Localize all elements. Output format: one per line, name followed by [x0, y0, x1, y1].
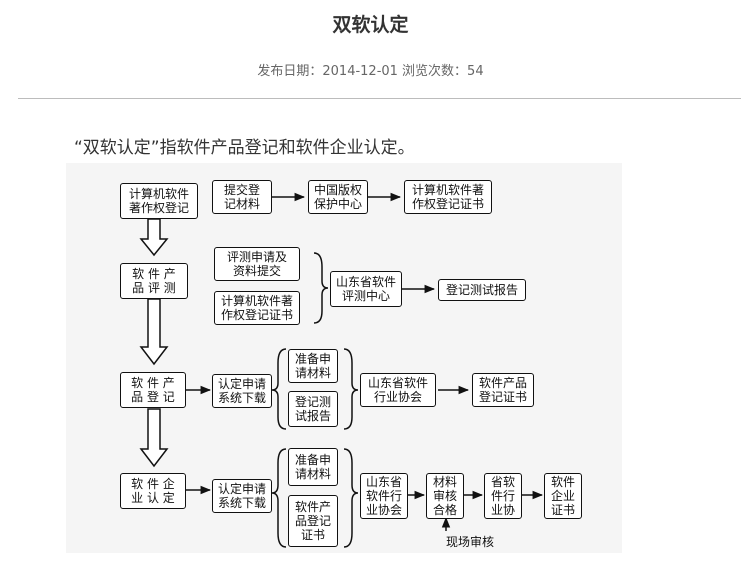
divider — [18, 98, 741, 99]
prepare-materials-box-4: 准备申 请材料 — [288, 448, 338, 486]
double-software-flowchart: 计算机软件 著作权登记 提交登 记材料 中国版权 保护中心 计算机软件著 作权登… — [66, 163, 622, 553]
product-certificate-box: 软件产品 登记证书 — [472, 373, 534, 407]
stage-product-registration: 软 件 产 品 登 记 — [120, 372, 186, 408]
stage-copyright-registration: 计算机软件 著作权登记 — [120, 183, 198, 219]
system-download-box-3: 认定申请 系统下载 — [212, 374, 272, 408]
prepare-materials-box-3: 准备申 请材料 — [288, 349, 338, 383]
copyright-certificate-input-box: 计算机软件著 作权登记证书 — [214, 291, 300, 325]
article-intro: “双软认定”指软件产品登记和软件企业认定。 — [74, 138, 415, 158]
article-title: 双软认定 — [332, 14, 409, 36]
test-report-input-box: 登记测 试报告 — [288, 391, 338, 427]
material-review-box: 材料 审核 合格 — [426, 473, 464, 519]
enterprise-certificate-box: 软件 企业 证书 — [544, 473, 582, 519]
copyright-certificate-box: 计算机软件著 作权登记证书 — [404, 180, 492, 214]
stage-arrow-2 — [139, 298, 169, 366]
stage-arrow-3 — [139, 408, 169, 468]
system-download-box-4: 认定申请 系统下载 — [212, 479, 272, 513]
onsite-review-label: 现场审核 — [446, 535, 495, 549]
testing-application-box: 评测申请及 资料提交 — [214, 247, 300, 281]
industry-association-box-4: 山东省 软件行 业协会 — [360, 473, 408, 519]
product-certificate-input-box: 软件产 品登记 证书 — [288, 495, 338, 547]
testing-center-box: 山东省软件 评测中心 — [330, 271, 402, 307]
industry-association-box-3: 山东省软件 行业协会 — [360, 373, 436, 407]
flowchart-connectors — [139, 192, 544, 548]
stage-product-testing: 软 件 产 品 评 测 — [120, 263, 188, 299]
stage-arrow-1 — [139, 218, 169, 257]
copyright-center-box: 中国版权 保护中心 — [308, 180, 368, 214]
provincial-association-box: 省软 件行 业协 — [484, 473, 522, 519]
test-report-box: 登记测试报告 — [438, 279, 526, 301]
stage-enterprise-certification: 软 件 企 业 认 定 — [120, 473, 186, 509]
article-meta: 发布日期：2014-12-01 浏览次数：54 — [257, 64, 484, 79]
submit-materials-box: 提交登 记材料 — [212, 180, 272, 214]
